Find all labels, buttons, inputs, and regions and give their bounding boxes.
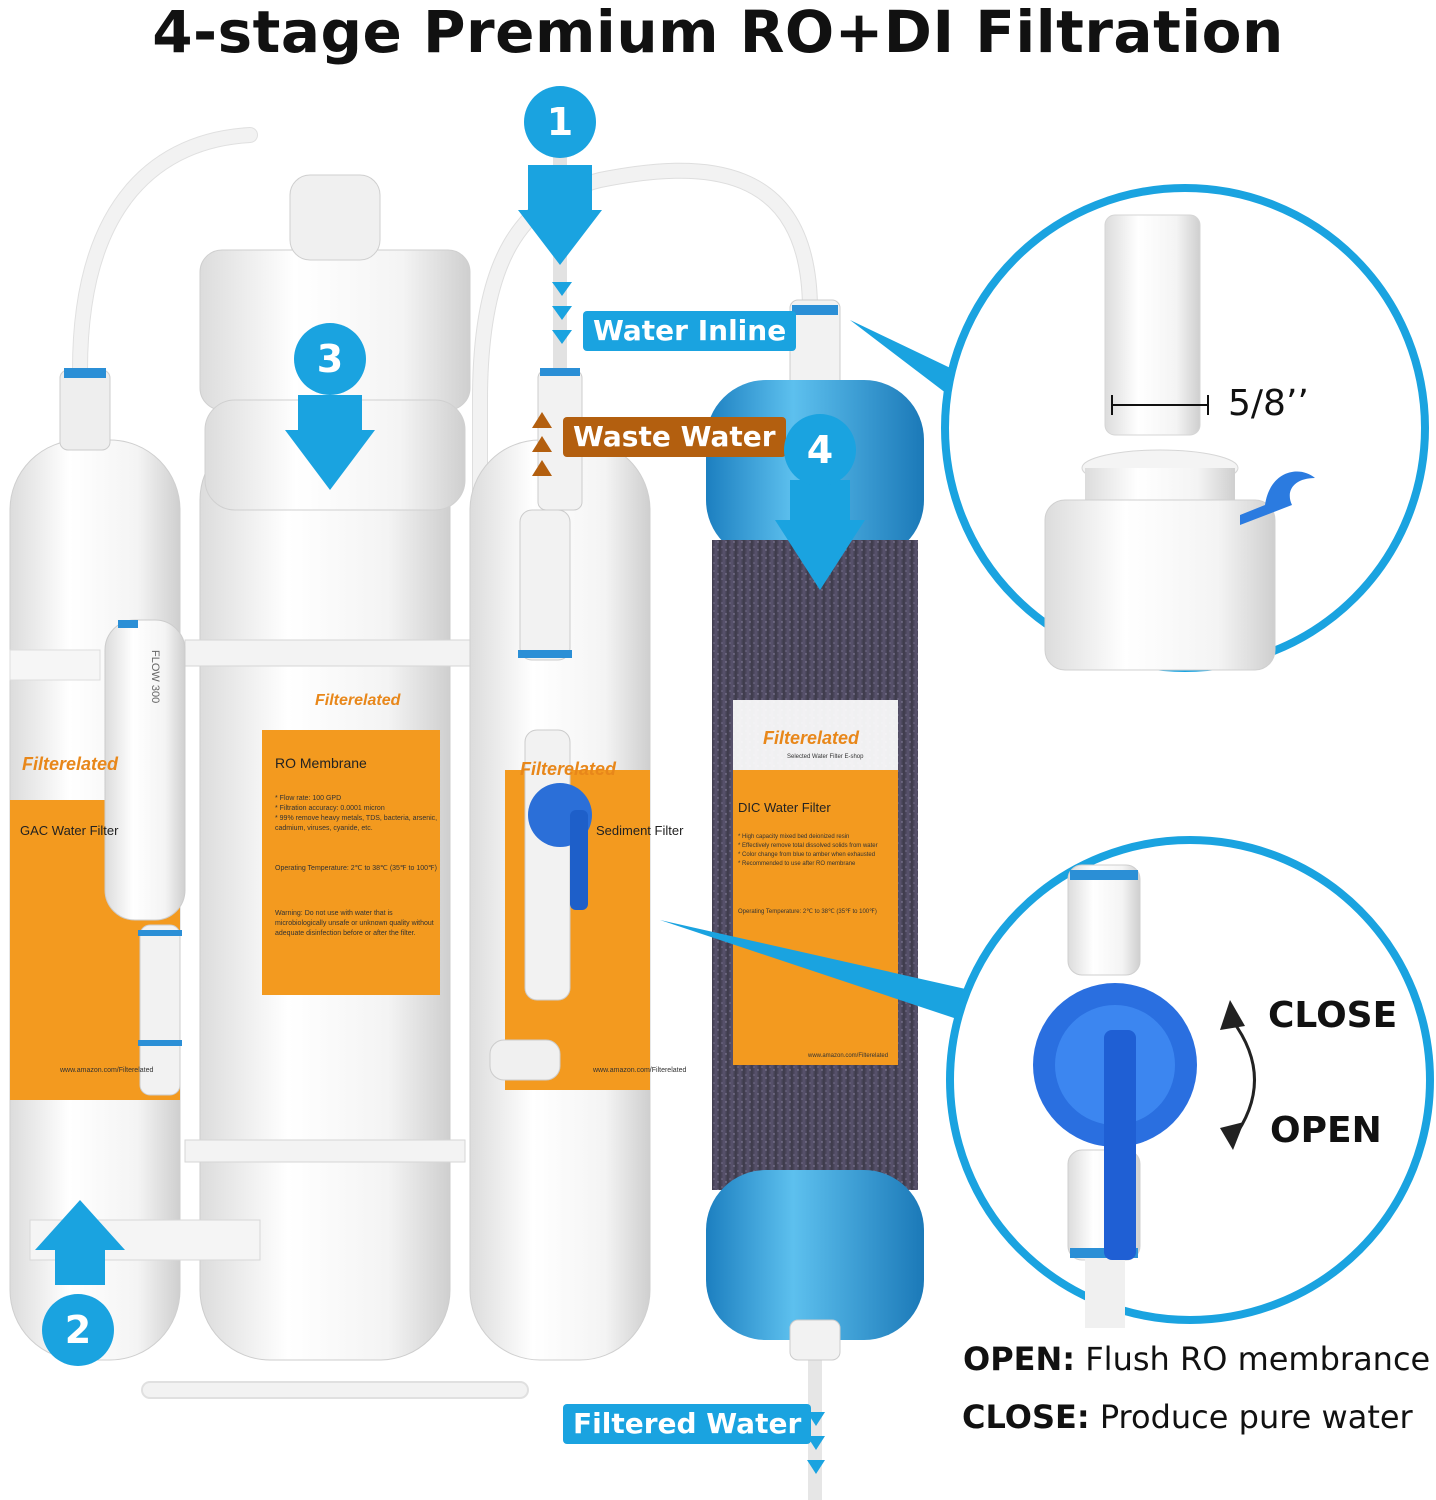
outlet-chevron-3 xyxy=(807,1460,825,1474)
valve-callout-pointer xyxy=(660,920,970,1020)
stage-3-arrow xyxy=(285,395,375,490)
stage-3-badge: 3 xyxy=(294,323,366,395)
stage-1-arrow xyxy=(518,165,602,265)
inline-chevron-2 xyxy=(552,306,572,320)
valve-close-label: CLOSE xyxy=(1268,995,1398,1036)
outlet-chevron-1 xyxy=(807,1412,825,1426)
ro-label-text: RO Membrane xyxy=(275,755,367,771)
gac-url: www.amazon.com/Filterelated xyxy=(59,1067,153,1074)
ro-spec-1: * Flow rate: 100 GPD xyxy=(275,795,341,802)
callout-pointers xyxy=(660,320,970,1020)
flow-restrictor xyxy=(104,619,186,1096)
gac-label-text: GAC Water Filter xyxy=(20,823,119,838)
ro-warning-2: microbiologically unsafe or unknown qual… xyxy=(275,920,434,927)
stage-2-arrow xyxy=(35,1200,125,1285)
waste-arrows xyxy=(532,412,552,476)
sediment-label-text: Sediment Filter xyxy=(596,823,684,838)
stage-4-badge: 4 xyxy=(784,414,856,486)
waste-chevron-2 xyxy=(532,436,552,452)
ro-brand-text: Filterelated xyxy=(315,692,402,709)
valve-zoom-callout xyxy=(946,836,1434,1328)
filtered-water-label: Filtered Water xyxy=(563,1404,812,1444)
dic-spec-2: * Effectively remove total dissolved sol… xyxy=(738,843,878,849)
dic-temp: Operating Temperature: 2℃ to 38℃ (35℉ to… xyxy=(738,909,877,915)
waste-chevron-1 xyxy=(532,412,552,428)
legend-close: CLOSE: Produce pure water xyxy=(962,1398,1413,1436)
legend-open: OPEN: Flush RO membrance xyxy=(963,1340,1430,1378)
dic-tagline: Selected Water Filter E-shop xyxy=(787,754,864,760)
dic-spec-1: * High capacity mixed bed deionized resi… xyxy=(738,834,849,840)
waste-water-label: Waste Water xyxy=(563,417,786,457)
gac-brand-text: Filterelated xyxy=(22,754,119,774)
dic-spec-3: * Color change from blue to amber when e… xyxy=(738,852,875,858)
inline-chevron-3 xyxy=(552,330,572,344)
water-inline-label: Water Inline xyxy=(583,311,797,351)
dic-url: www.amazon.com/Filterelated xyxy=(807,1053,888,1059)
product-labels: Filterelated RO Membrane * Flow rate: 10… xyxy=(20,650,888,1074)
stage-4-arrow xyxy=(775,480,865,590)
ro-temp: Operating Temperature: 2℃ to 38℃ (35℉ to… xyxy=(275,865,437,872)
waste-chevron-3 xyxy=(532,460,552,476)
legend-close-desc: Produce pure water xyxy=(1099,1398,1413,1436)
ro-spec-2: * Filtration accuracy: 0.0001 micron xyxy=(275,805,385,812)
fitting-callout-pointer xyxy=(850,320,965,400)
ro-spec-3: * 99% remove heavy metals, TDS, bacteria… xyxy=(275,815,437,822)
sediment-brand-text: Filterelated xyxy=(520,759,617,779)
page-title: 4-stage Premium RO+DI Filtration xyxy=(152,0,1284,66)
stage-2-badge: 2 xyxy=(42,1294,114,1366)
di-filter xyxy=(706,299,924,1361)
fitting-zoom-callout xyxy=(941,184,1429,672)
inline-chevron-1 xyxy=(552,282,572,296)
valve-open-label: OPEN xyxy=(1270,1110,1382,1151)
dic-spec-4: * Recommended to use after RO membrane xyxy=(738,861,856,867)
outlet-chevron-2 xyxy=(807,1436,825,1450)
legend-open-desc: Flush RO membrance xyxy=(1085,1340,1431,1378)
legend-open-key: OPEN: xyxy=(963,1340,1076,1378)
fitting-size-label: 5/8’’ xyxy=(1228,383,1309,424)
ro-warning-3: adequate disinfection before or after th… xyxy=(275,930,416,937)
dic-brand-text: Filterelated xyxy=(763,728,860,748)
dic-label-text: DIC Water Filter xyxy=(738,800,831,815)
flow-arrows xyxy=(35,165,865,1474)
ro-spec-4: cadmium, viruses, cyanide, etc. xyxy=(275,825,373,832)
flow-label-text: FLOW 300 xyxy=(149,650,161,703)
sediment-url: www.amazon.com/Filterelated xyxy=(592,1067,686,1074)
legend-close-key: CLOSE: xyxy=(962,1398,1090,1436)
stage-1-badge: 1 xyxy=(524,86,596,158)
ro-warning-1: Warning: Do not use with water that is xyxy=(275,910,393,917)
waste-line-fittings xyxy=(489,368,592,1081)
